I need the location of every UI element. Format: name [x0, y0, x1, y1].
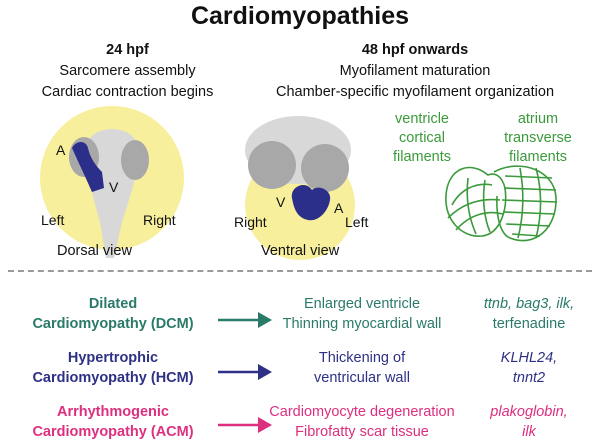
ventral-left-eye [248, 141, 296, 189]
dorsal-label-v: V [109, 179, 119, 195]
ventricle-filaments-line2: cortical [399, 130, 445, 146]
ventral-label-v: V [276, 194, 286, 210]
acm-desc-line1: Cardiomyocyte degeneration [269, 404, 455, 420]
section-divider [8, 270, 592, 272]
dcm-name: Dilated Cardiomyopathy (DCM) [8, 294, 218, 334]
ventral-label-right: Right [234, 214, 267, 230]
dcm-arrow-head [258, 312, 272, 328]
hcm-genes: KLHL24, tnnt2 [464, 348, 594, 388]
hcm-genes-line2: tnnt2 [512, 370, 546, 386]
hcm-description: Thickening of ventricular wall [262, 348, 462, 388]
ventral-label-a: A [334, 200, 344, 216]
atrium-filaments-line2: transverse [504, 130, 572, 146]
stage1-line1: Sarcomere assembly [59, 63, 196, 79]
hcm-desc-line1: Thickening of [318, 350, 406, 366]
dorsal-right-eye [121, 140, 149, 180]
dcm-description: Enlarged ventricle Thinning myocardial w… [262, 294, 462, 334]
hcm-desc-line2: ventricular wall [314, 370, 410, 386]
filament-heart [445, 165, 558, 242]
hcm-arrow-head [258, 364, 272, 380]
ventral-heart [291, 184, 331, 221]
acm-genes-line2: ilk [522, 424, 536, 440]
dcm-desc-line1: Enlarged ventricle [303, 296, 421, 312]
dcm-name-line2: Cardiomyopathy (DCM) [32, 316, 194, 332]
stage1-heading: 24 hpf [106, 42, 149, 58]
dorsal-view-label: Dorsal view [57, 243, 132, 259]
ventricle-filaments-label: ventricle cortical filaments [372, 110, 472, 167]
ventral-label-left: Left [345, 214, 369, 230]
dorsal-label-a: A [56, 142, 66, 158]
ventricle-filaments-line1: ventricle [395, 111, 449, 127]
ventral-view-label: Ventral view [261, 243, 340, 259]
acm-name-line2: Cardiomyopathy (ACM) [32, 424, 194, 440]
acm-arrow-head [258, 417, 272, 433]
ventricle-filaments-line3: filaments [392, 149, 452, 165]
arrows [218, 312, 272, 433]
dcm-name-line1: Dilated [88, 296, 138, 312]
acm-name: Arrhythmogenic Cardiomyopathy (ACM) [8, 402, 218, 442]
dcm-genes-line1: ttnb, bag3, ilk, [483, 296, 575, 312]
atrium-filaments-line3: filaments [508, 149, 568, 165]
dcm-genes-line2: terfenadine [492, 316, 566, 332]
hcm-name: Hypertrophic Cardiomyopathy (HCM) [8, 348, 218, 388]
hcm-name-line1: Hypertrophic [67, 350, 159, 366]
hcm-genes-line1: KLHL24, [500, 350, 558, 366]
dcm-genes: ttnb, bag3, ilk, terfenadine [464, 294, 594, 334]
dorsal-heart-tube [72, 142, 104, 192]
acm-genes: plakoglobin, ilk [464, 402, 594, 442]
dorsal-label-left: Left [41, 212, 65, 228]
dorsal-embryo [40, 106, 184, 258]
stage2-line2: Chamber-specific myofilament organizatio… [275, 84, 555, 100]
stage1-line2: Cardiac contraction begins [41, 84, 214, 100]
dorsal-label-right: Right [143, 212, 176, 228]
stage2-line1: Myofilament maturation [339, 63, 491, 79]
ventral-right-eye [301, 144, 349, 192]
atrium-filaments-line1: atrium [517, 111, 559, 127]
atrium-filaments-label: atrium transverse filaments [488, 110, 588, 167]
hcm-name-line2: Cardiomyopathy (HCM) [32, 370, 194, 386]
acm-desc-line2: Fibrofatty scar tissue [295, 424, 429, 440]
acm-name-line1: Arrhythmogenic [57, 404, 169, 420]
dcm-desc-line2: Thinning myocardial wall [282, 316, 442, 332]
stage2-heading: 48 hpf onwards [361, 42, 469, 58]
ventral-embryo [245, 116, 355, 260]
page-title: Cardiomyopathies [190, 2, 410, 30]
acm-genes-line1: plakoglobin, [490, 404, 568, 420]
acm-description: Cardiomyocyte degeneration Fibrofatty sc… [262, 402, 462, 442]
